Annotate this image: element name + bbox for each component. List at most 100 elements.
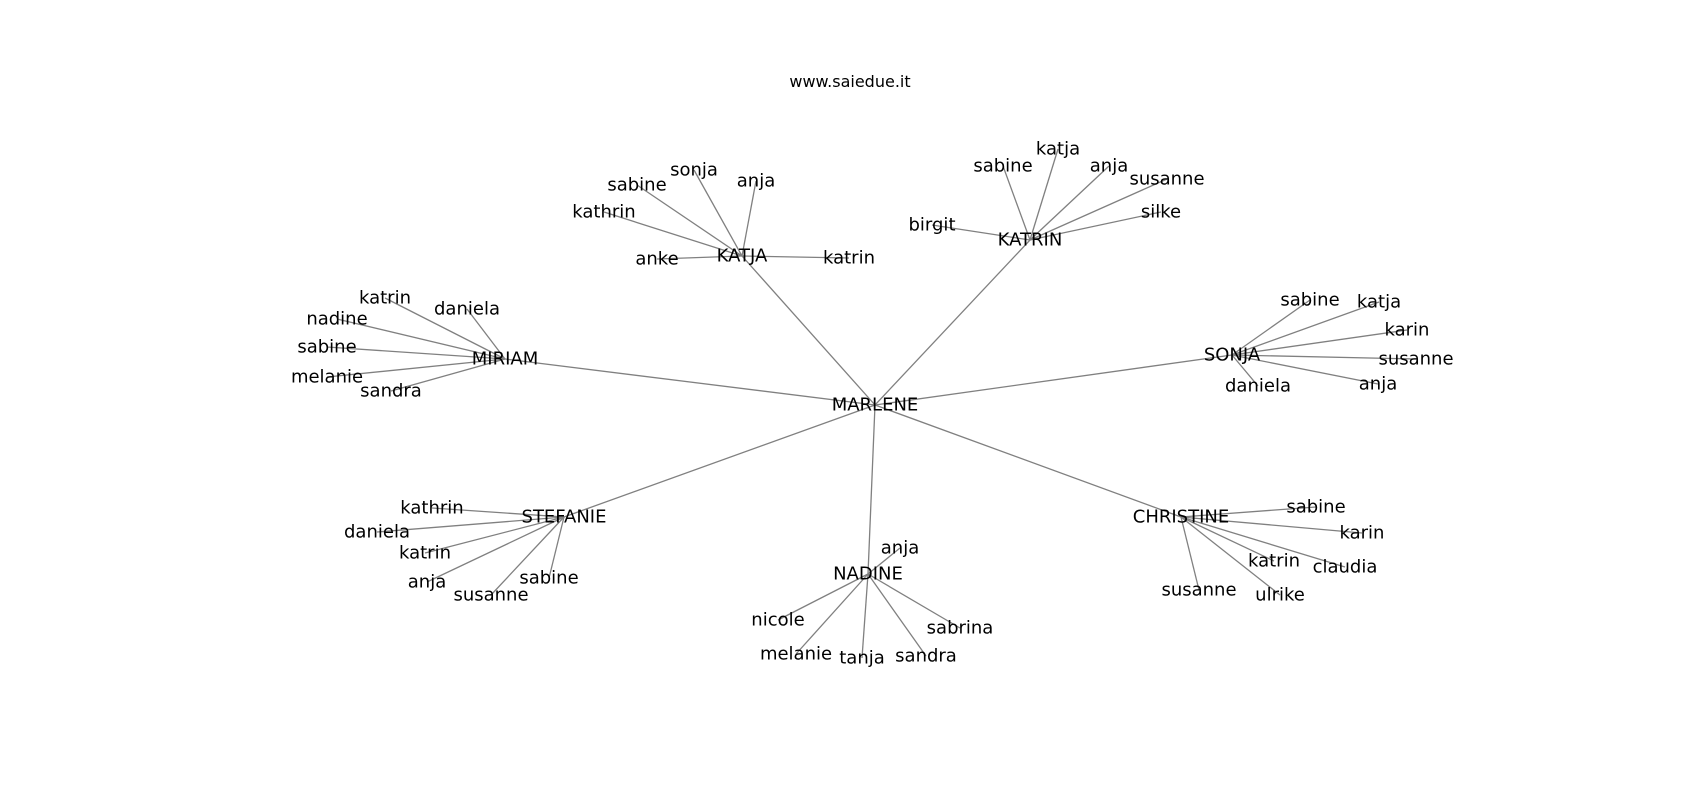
node-hub-stefanie: STEFANIE	[522, 507, 607, 528]
edge-sonja-daniela	[1231, 354, 1259, 387]
edge-sonja-katja	[1231, 301, 1380, 356]
node-leaf-nicole: nicole	[751, 610, 804, 631]
edge-katrin-sabine	[1002, 165, 1031, 241]
node-leaf-sandra: sandra	[360, 381, 422, 402]
edge-root-miriam	[504, 358, 876, 406]
node-leaf-sabine: sabine	[973, 156, 1032, 177]
node-leaf-nadine: nadine	[306, 309, 367, 330]
edge-stefanie-kathrin	[431, 507, 565, 518]
edge-stefanie-katrin	[424, 516, 565, 554]
node-leaf-sabine: sabine	[1286, 497, 1345, 518]
node-leaf-katrin: katrin	[359, 288, 411, 309]
node-leaf-anja: anja	[1359, 374, 1397, 395]
node-leaf-katrin: katrin	[1248, 551, 1300, 572]
edge-christine-claudia	[1180, 516, 1346, 568]
edge-root-nadine	[867, 404, 876, 575]
edge-katja-sonja	[693, 169, 743, 257]
edge-nadine-sandra	[867, 573, 927, 657]
node-leaf-sabine: sabine	[607, 175, 666, 196]
node-leaf-daniela: daniela	[344, 522, 410, 543]
edge-root-sonja	[874, 354, 1233, 406]
edge-nadine-anja	[867, 547, 901, 575]
node-leaf-sabine: sabine	[519, 568, 578, 589]
edge-stefanie-anja	[426, 516, 565, 583]
edge-christine-sabine	[1180, 506, 1317, 518]
edge-katja-sabine	[636, 184, 743, 257]
node-leaf-melanie: melanie	[291, 367, 363, 388]
edge-christine-katrin	[1180, 516, 1275, 562]
edge-katja-anja	[741, 180, 757, 257]
edge-miriam-melanie	[326, 358, 506, 378]
edge-root-stefanie	[563, 404, 876, 518]
node-leaf-ulrike: ulrike	[1255, 585, 1305, 606]
node-leaf-karin: karin	[1340, 523, 1385, 544]
edge-nadine-sabrina	[867, 573, 961, 629]
edge-katja-kathrin	[603, 211, 743, 257]
node-leaf-anke: anke	[635, 249, 678, 270]
edge-miriam-sabine	[326, 346, 506, 360]
edge-katja-anke	[656, 255, 743, 260]
node-leaf-susanne: susanne	[1378, 349, 1453, 370]
labels: MARLENE KATJA sonja anja sabine kathrin anke ka…	[291, 139, 1454, 669]
edges	[326, 148, 1417, 659]
node-hub-katja: KATJA	[717, 246, 768, 267]
node-hub-sonja: SONJA	[1204, 345, 1261, 366]
edge-stefanie-daniela	[376, 516, 565, 533]
node-leaf-silke: silke	[1141, 202, 1181, 223]
node-hub-katrin: KATRIN	[998, 230, 1063, 251]
edge-nadine-melanie	[795, 573, 869, 655]
edge-miriam-sandra	[390, 358, 506, 392]
edge-sonja-sabine	[1231, 299, 1311, 356]
edge-stefanie-susanne	[490, 516, 565, 596]
node-leaf-claudia: claudia	[1313, 557, 1378, 578]
node-leaf-anja: anja	[881, 538, 919, 559]
node-leaf-melanie: melanie	[760, 644, 832, 665]
node-leaf-katja: katja	[1036, 139, 1080, 160]
node-leaf-sabine: sabine	[1280, 290, 1339, 311]
edge-katrin-silke	[1029, 211, 1162, 241]
edge-katja-katrin	[741, 255, 850, 259]
node-leaf-birgit: birgit	[909, 215, 956, 236]
node-leaf-sandra: sandra	[895, 646, 957, 667]
edge-katrin-susanne	[1029, 178, 1168, 241]
edge-christine-karin	[1180, 516, 1363, 534]
node-leaf-susanne: susanne	[1129, 169, 1204, 190]
node-leaf-karin: karin	[1385, 320, 1430, 341]
node-leaf-susanne: susanne	[453, 585, 528, 606]
node-leaf-tanja: tanja	[839, 648, 885, 669]
edge-sonja-anja	[1231, 354, 1379, 385]
edge-christine-ulrike	[1180, 516, 1281, 596]
node-leaf-susanne: susanne	[1161, 580, 1236, 601]
node-leaf-kathrin: kathrin	[400, 498, 463, 519]
node-leaf-katrin: katrin	[399, 543, 451, 564]
node-leaf-daniela: daniela	[434, 299, 500, 320]
node-leaf-sabrina: sabrina	[927, 618, 994, 639]
node-leaf-katrin: katrin	[823, 248, 875, 269]
edge-katrin-anja	[1029, 165, 1110, 241]
edge-miriam-katrin	[384, 297, 506, 360]
node-leaf-daniela: daniela	[1225, 376, 1291, 397]
node-leaf-sonja: sonja	[670, 160, 718, 181]
edge-nadine-nicole	[777, 573, 869, 621]
edge-katrin-katja	[1029, 148, 1059, 241]
node-leaf-anja: anja	[1090, 156, 1128, 177]
node-hub-nadine: NADINE	[833, 564, 903, 585]
node-leaf-anja: anja	[737, 171, 775, 192]
node-leaf-sabine: sabine	[297, 337, 356, 358]
node-leaf-kathrin: kathrin	[572, 202, 635, 223]
caption: www.saiedue.it	[789, 72, 910, 91]
edge-stefanie-sabine	[548, 516, 565, 579]
edge-miriam-daniela	[466, 308, 506, 360]
edge-nadine-tanja	[861, 573, 869, 659]
edge-sonja-karin	[1231, 329, 1408, 356]
node-leaf-katja: katja	[1357, 292, 1401, 313]
edge-root-christine	[874, 404, 1182, 518]
edge-root-katrin	[874, 239, 1031, 406]
edge-sonja-susanne	[1231, 354, 1417, 360]
edge-christine-susanne	[1180, 516, 1200, 591]
node-root: MARLENE	[832, 395, 919, 416]
node-hub-christine: CHRISTINE	[1133, 507, 1230, 528]
node-hub-miriam: MIRIAM	[472, 349, 539, 370]
edge-miriam-nadine	[336, 318, 506, 360]
